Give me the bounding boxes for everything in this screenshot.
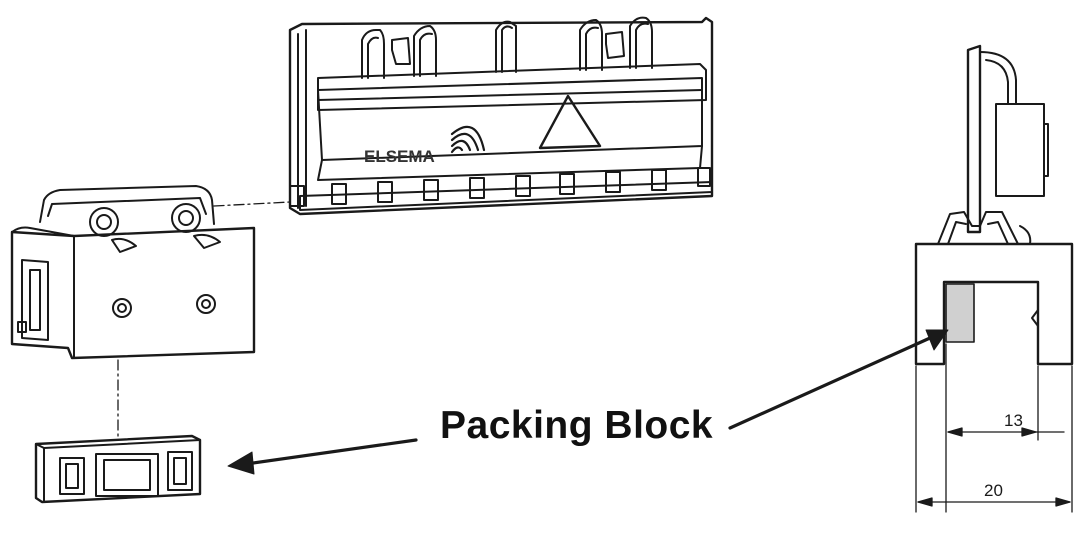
- dimension-lines: [915, 343, 1073, 513]
- top-clips: [361, 16, 653, 79]
- alignment-line-horizontal: [213, 201, 291, 207]
- arrow-to-left-packing-block: [244, 438, 418, 466]
- receiver-unit: ELSEMA: [288, 16, 714, 216]
- dimension-label-20: 20: [984, 481, 1003, 500]
- signal-waves-icon: [450, 125, 486, 154]
- side-view-assembly: [914, 44, 1074, 366]
- callout-arrows: [227, 329, 949, 475]
- bottom-teeth: [289, 167, 713, 211]
- arrow-to-section-packing-block: [728, 336, 932, 430]
- packing-block-section: [945, 283, 975, 343]
- packing-block-callout: Packing Block: [440, 404, 714, 447]
- dimension-label-13: 13: [1004, 411, 1023, 430]
- brand-logo: ELSEMA: [364, 147, 435, 166]
- warning-triangle-icon: [538, 94, 602, 150]
- mounting-bracket: [10, 185, 256, 360]
- packing-block-part: [34, 434, 202, 504]
